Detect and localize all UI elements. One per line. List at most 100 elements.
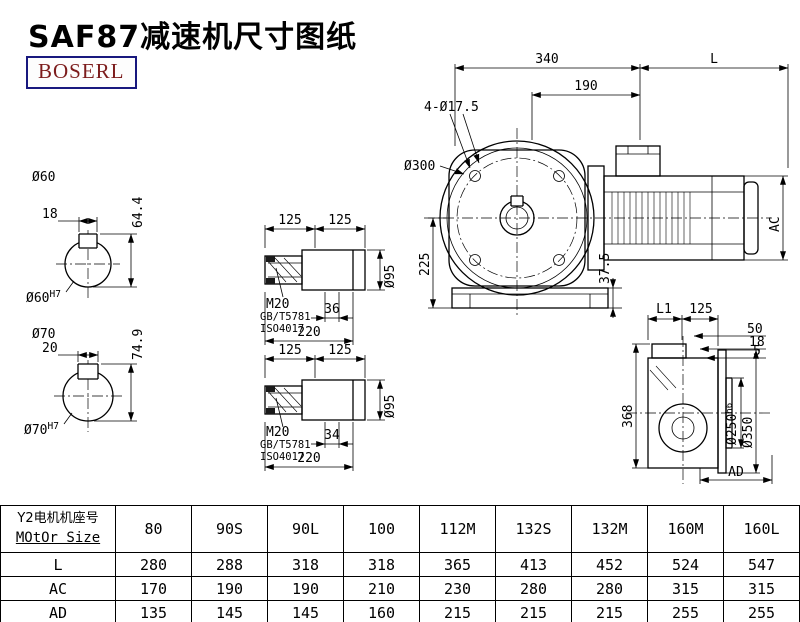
dim-end-length: 36 (311, 292, 353, 322)
table-cell: 145 (267, 600, 344, 622)
output-shaft-view-2: 125 125 M20 GB/T5781 ISO4017 34 220 (260, 343, 398, 471)
dim-50-18-5: 50 18 5 (693, 322, 766, 361)
shaft-body (301, 249, 366, 291)
dim-key-height: 64.4 (93, 197, 146, 288)
bore-tolerance: H7 (47, 421, 58, 432)
spigot-tolerance: h6 (725, 403, 735, 414)
motor-size-label-cn: Y2电机机座号 (17, 511, 99, 527)
dim-340: 340 (454, 52, 641, 146)
thread-end (264, 255, 303, 285)
table-cell: 145 (191, 600, 268, 622)
dim-label: 18 (42, 207, 58, 222)
standard-gb-label: GB/T5781 (260, 311, 311, 323)
row-label: AC (0, 576, 116, 601)
table-row-L: L 280 288 318 318 365 413 452 524 547 (0, 552, 800, 577)
dim-label: AC (768, 216, 783, 232)
dim-label: 37.5 (598, 253, 613, 284)
table-cell: 288 (191, 552, 268, 577)
dim-AC: AC (744, 175, 788, 261)
shaft-body (301, 379, 366, 421)
table-header-cell: 160L (723, 505, 800, 553)
spigot-edge (725, 377, 733, 449)
dim-label: 190 (574, 79, 597, 94)
dim-L: L (639, 52, 789, 168)
dim-125-125: 125 125 (264, 343, 366, 378)
dim-label: 125 (689, 302, 712, 317)
dim-label: Ø350 (741, 417, 756, 448)
table-header-row: Y2电机机座号 MOtOr Size 80 90S 90L 100 112M 1… (0, 505, 800, 553)
flange-bolt-hole (553, 170, 565, 182)
table-cell: 318 (343, 552, 420, 577)
bore-value: Ø60 (26, 291, 49, 306)
output-shaft-view-1: 125 125 M20 GB/T5781 ISO4017 36 220 (260, 213, 398, 345)
dim-label: 20 (42, 341, 58, 356)
bore-tolerance: H7 (49, 289, 60, 300)
table-cell: 160 (343, 600, 420, 622)
bore-value: Ø70 (24, 423, 47, 438)
spigot-dia-value: Ø250 (725, 414, 740, 445)
dim-label: 34 (324, 428, 340, 443)
table-cell: 170 (115, 576, 192, 601)
dim-label: L (710, 52, 718, 67)
motor-fins (611, 192, 691, 244)
dimension-table: Y2电机机座号 MOtOr Size 80 90S 90L 100 112M 1… (0, 505, 800, 622)
dim-368: 368 (621, 343, 650, 469)
dim-dia-95: Ø95 (367, 249, 398, 291)
brand-logo: BOSERL (26, 56, 137, 89)
dim-AD: AD (699, 455, 773, 484)
table-header-cell: 160M (647, 505, 724, 553)
shaft-hole-section-view-1: 18 64.4 Ø60 Ø60H7 (26, 170, 146, 306)
bore-keyway (510, 195, 524, 207)
dim-label: 5 (753, 344, 761, 359)
dim-label: 4-Ø17.5 (424, 100, 479, 115)
dim-label: Ø95 (383, 395, 398, 418)
shaft-hole-section-view-2: 20 74.9 Ø70 Ø70H7 (24, 327, 146, 438)
standard-gb-label: GB/T5781 (260, 439, 311, 451)
table-header-cell: 132M (571, 505, 648, 553)
dim-flange-dia: Ø350 (726, 349, 760, 474)
table-cell: 215 (571, 600, 648, 622)
table-header-cell: 90L (267, 505, 344, 553)
table-row-AD: AD 135 145 145 160 215 215 215 255 255 (0, 600, 800, 622)
row-label: AD (0, 600, 116, 622)
table-cell: 413 (495, 552, 572, 577)
dim-label: L1 (656, 302, 672, 317)
technical-drawing: 18 64.4 Ø60 Ø60H7 20 (24, 52, 789, 484)
table-cell: 365 (419, 552, 496, 577)
bore-spec-label: Ø70H7 (24, 421, 59, 438)
shaft-dia-label: Ø60 (32, 170, 55, 185)
dim-125-125: 125 125 (264, 213, 366, 248)
bore-spec-label: Ø60H7 (26, 289, 61, 306)
terminal-box (615, 145, 661, 177)
table-cell: 547 (723, 552, 800, 577)
table-cell: 315 (723, 576, 800, 601)
table-header-cell: 132S (495, 505, 572, 553)
dim-end-length: 34 (311, 422, 353, 448)
dim-L1-125: L1 125 (647, 302, 719, 346)
table-header-cell: 100 (343, 505, 420, 553)
table-cell: 255 (723, 600, 800, 622)
bearing-boss (658, 403, 708, 453)
keyway-slot (78, 233, 98, 249)
thread-label: M20 (266, 425, 289, 440)
dim-label: 125 (278, 213, 301, 228)
dim-key-height: 74.9 (94, 329, 146, 422)
dim-225: 225 (418, 217, 452, 309)
table-cell: 524 (647, 552, 724, 577)
dim-key-width: 20 (42, 341, 99, 362)
table-header-cell: 90S (191, 505, 268, 553)
table-cell: 280 (495, 576, 572, 601)
table-cell: 452 (571, 552, 648, 577)
dim-label: 225 (418, 253, 433, 276)
flange-bolt-hole (469, 170, 481, 182)
table-cell: 230 (419, 576, 496, 601)
dim-37-5: 37.5 (598, 253, 622, 318)
housing-square (448, 149, 586, 287)
dim-label: Ø250h6 (725, 403, 740, 445)
callout-flange-dia: Ø300 (404, 159, 465, 175)
table-cell: 215 (495, 600, 572, 622)
mounting-base (451, 287, 609, 309)
thread-label: M20 (266, 297, 289, 312)
callout-flange-holes: 4-Ø17.5 (424, 100, 480, 169)
